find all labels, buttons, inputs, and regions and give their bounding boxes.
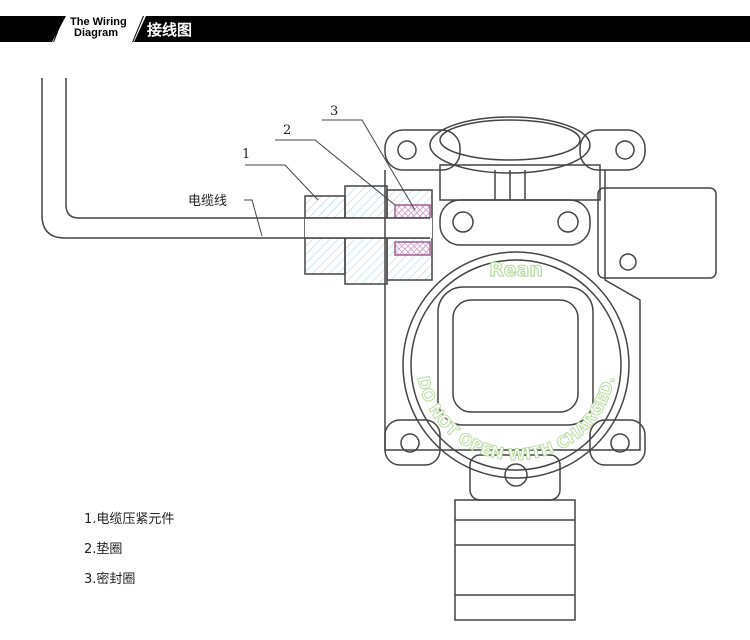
cable-gland [304,185,433,285]
detector-housing [384,116,717,621]
callout-2: 2 [283,123,292,138]
callout-1: 1 [242,147,251,162]
brand-logo: Rean [489,259,543,281]
legend-item-3: 3.密封圈 [84,572,136,587]
title-chinese: 接线图 [147,21,193,39]
header-banner [0,16,750,42]
legend-item-2: 2.垫圈 [84,542,123,557]
cable-label: 电缆线 [188,194,228,209]
callout-3: 3 [330,104,339,119]
legend-item-1: 1.电缆压紧元件 [84,512,175,527]
cable [41,78,430,239]
